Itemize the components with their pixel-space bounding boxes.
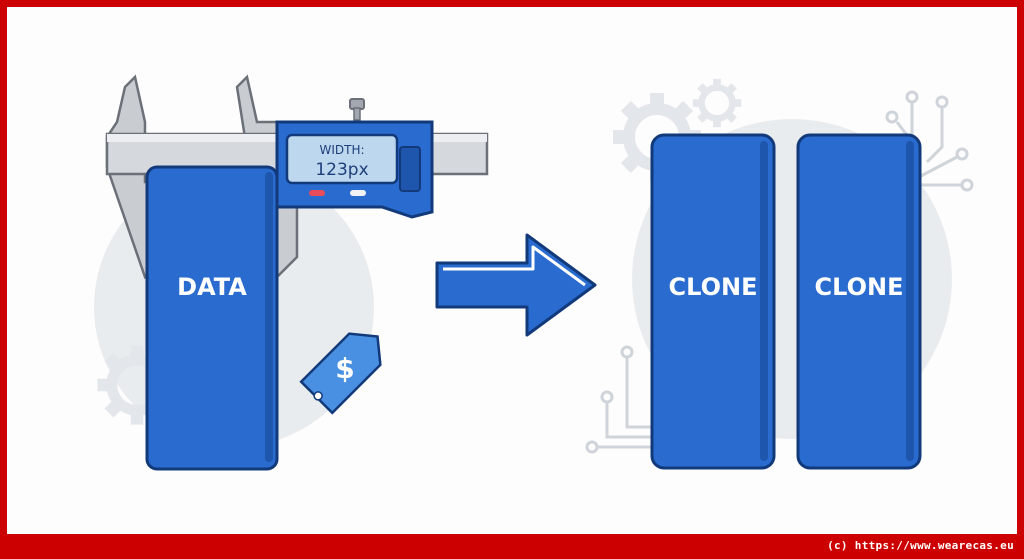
data-block: DATA bbox=[145, 165, 279, 471]
circuit-lines-lower-icon bbox=[585, 345, 652, 454]
right-gear-small-icon bbox=[693, 79, 741, 127]
copyright-credit: (c) https://www.wearecas.eu bbox=[827, 539, 1014, 552]
caliper-display: WIDTH: 123px bbox=[275, 98, 434, 219]
data-block-label: DATA bbox=[177, 273, 247, 301]
caliper-white-button bbox=[350, 190, 366, 196]
illustration-canvas: DATA WIDTH: 123px $ C bbox=[7, 7, 1017, 534]
caliper-red-button bbox=[309, 190, 325, 196]
footer-bar: (c) https://www.wearecas.eu bbox=[0, 534, 1024, 559]
arrow-right-icon bbox=[435, 233, 597, 337]
clone-block-1-label: CLONE bbox=[669, 273, 758, 301]
clone-block-2-label: CLONE bbox=[815, 273, 904, 301]
price-tag-symbol: $ bbox=[335, 352, 354, 385]
clone-block-2: CLONE bbox=[796, 133, 922, 470]
cloning-illustration: DATA WIDTH: 123px $ C bbox=[7, 74, 974, 471]
caliper-readout-label: WIDTH: bbox=[319, 143, 364, 157]
caliper-readout-value: 123px bbox=[315, 160, 368, 180]
price-tag-icon: $ bbox=[299, 332, 382, 415]
circuit-lines-icon bbox=[885, 90, 974, 192]
caliper-lcd-screen bbox=[285, 133, 399, 185]
clone-block-1: CLONE bbox=[650, 133, 776, 470]
